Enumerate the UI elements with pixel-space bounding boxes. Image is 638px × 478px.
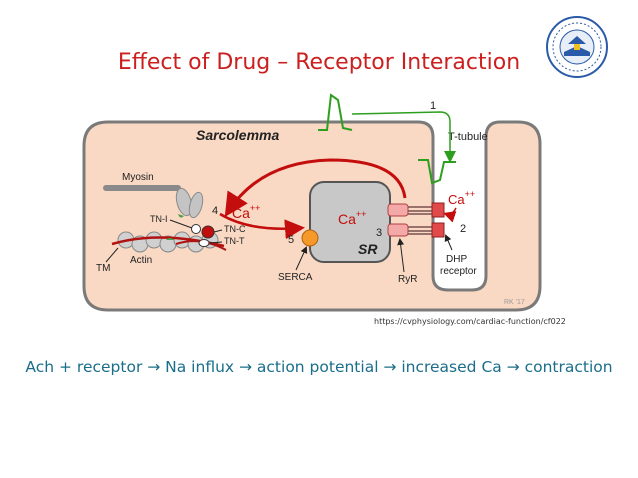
myosin-binding-site [178, 214, 184, 218]
calcium-label-left: Ca++ [232, 203, 260, 221]
step-5-label: 5 [288, 234, 294, 246]
calcium-label-sr: Ca++ [338, 209, 366, 227]
actin-label: Actin [130, 255, 152, 266]
t-tubule-propagation-arrow [351, 111, 456, 163]
tm-label: TM [96, 263, 110, 274]
t-tubule-label: T-tubule [448, 131, 488, 143]
mechanism-caption: Ach + receptor → Na influx → action pote… [25, 358, 613, 376]
actin-binding-site [166, 238, 174, 240]
slide-title: Effect of Drug – Receptor Interaction [117, 50, 521, 75]
calcium-influx-arrow [443, 207, 457, 223]
step-1-label: 1 [430, 100, 436, 112]
ryr-channel-top [387, 203, 409, 217]
serca-pump [301, 229, 319, 247]
calcium-release-arrow [224, 158, 407, 218]
tn-c-label: TN-C [224, 224, 246, 234]
tn-i-label: TN-I [150, 214, 168, 224]
dhp-receptor-top [431, 202, 445, 218]
tn-t-label: TN-T [224, 236, 245, 246]
university-logo [546, 16, 608, 78]
dhp-label-line1: DHP [446, 254, 467, 265]
dhp-label-line2: receptor [440, 266, 477, 277]
step-3-label: 3 [376, 227, 382, 239]
action-potential-wave [318, 93, 353, 131]
step-2-label: 2 [460, 223, 466, 235]
troponin-t-subunit [198, 239, 210, 247]
sr-label: SR [358, 241, 378, 257]
step-4-label: 4 [212, 205, 218, 217]
sarcoplasmic-reticulum [309, 181, 391, 263]
author-signature: RK '17 [504, 299, 525, 306]
calcium-label-right: Ca++ [448, 189, 475, 207]
dhp-receptor-bottom [431, 222, 445, 238]
myosin-label: Myosin [122, 172, 154, 183]
ryr-channel-bottom [387, 223, 409, 237]
t-tubule-action-potential [418, 159, 456, 185]
serca-label: SERCA [278, 272, 313, 283]
calcium-reuptake-arrow [219, 212, 305, 240]
source-url[interactable]: https://cvphysiology.com/cardiac-functio… [374, 317, 566, 326]
sarcolemma-label: Sarcolemma [196, 127, 279, 143]
troponin-c [201, 225, 215, 239]
myosin-head [188, 191, 204, 219]
troponin-i [191, 224, 201, 234]
ryr-label: RyR [398, 274, 417, 285]
